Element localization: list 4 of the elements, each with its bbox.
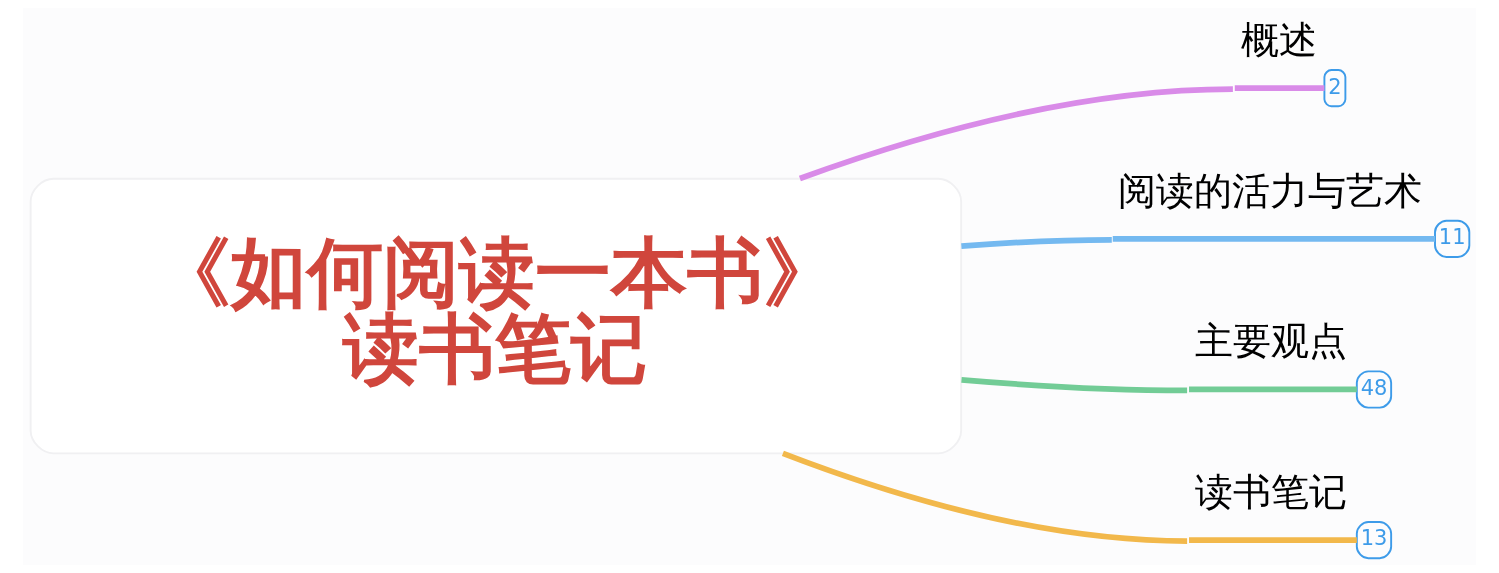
node-label: 主要观点 xyxy=(1194,319,1347,364)
node-label: 概述 xyxy=(1240,17,1317,62)
node-label: 读书笔记 xyxy=(1194,469,1347,514)
node-label: 阅读的活力与艺术 xyxy=(1118,168,1423,213)
